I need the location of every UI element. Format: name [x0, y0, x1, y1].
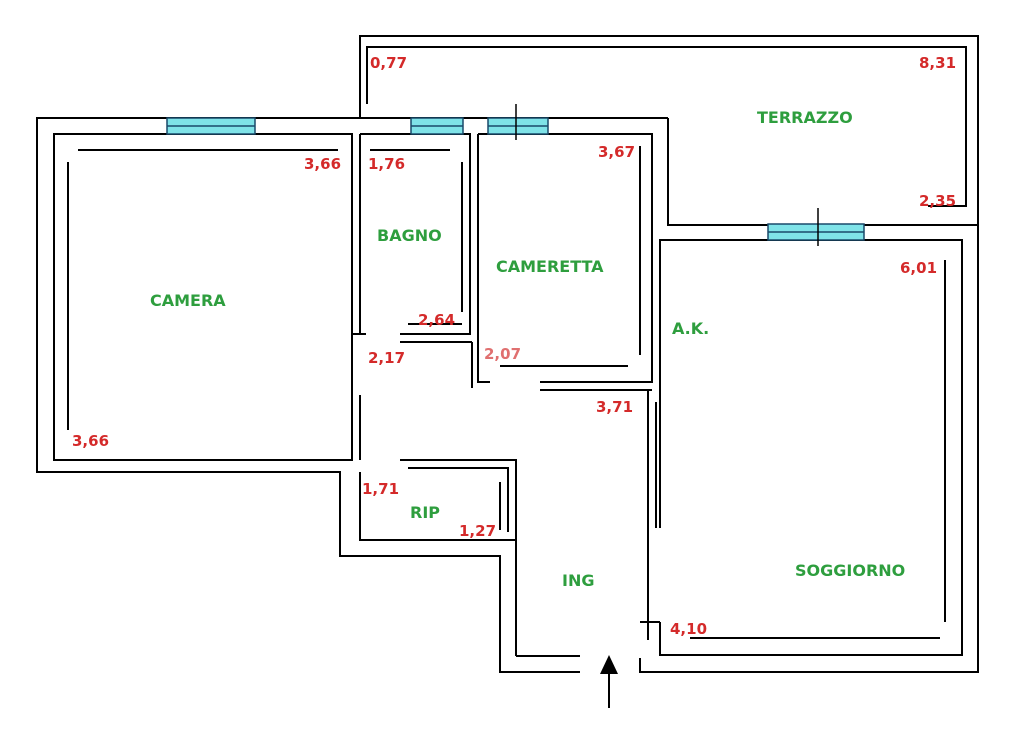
dim-terrazzo-tr: 8,31	[919, 54, 956, 72]
dim-corridor: 2,17	[368, 349, 405, 367]
dim-bagno-tl: 1,76	[368, 155, 405, 173]
dim-ing: 3,71	[596, 398, 633, 416]
cameretta-wall	[478, 133, 653, 383]
room-label-terrazzo: TERRAZZO	[757, 108, 853, 127]
apartment-outer-wall	[639, 118, 979, 673]
dim-camera-tr: 3,66	[304, 155, 341, 173]
dimension-lines	[67, 146, 946, 639]
room-label-ing: ING	[562, 571, 594, 590]
rip-inner-wall	[408, 467, 509, 532]
dim-soggiorno-bl: 4,10	[670, 620, 707, 638]
terrazzo-outer-wall	[359, 35, 979, 225]
entrance-arrow-icon	[600, 655, 618, 708]
apartment-outer-wall-left	[36, 117, 668, 673]
dim-terrazzo-tl: 0,77	[370, 54, 407, 72]
dim-bagno-br: 2,64	[418, 311, 455, 329]
terrazzo-inner-rail	[366, 46, 967, 207]
dim-soggiorno-tr: 6,01	[900, 259, 937, 277]
room-label-bagno: BAGNO	[377, 226, 442, 245]
dim-rip-br: 1,27	[459, 522, 496, 540]
room-label-soggiorno: SOGGIORNO	[795, 561, 905, 580]
room-label-cameretta: CAMERETTA	[496, 257, 604, 276]
soggiorno-inner-wall	[659, 239, 963, 656]
room-label-camera: CAMERA	[150, 291, 226, 310]
room-label-rip: RIP	[410, 503, 440, 522]
dim-cameretta-tr: 3,67	[598, 143, 635, 161]
room-labels: TERRAZZO BAGNO CAMERETTA CAMERA A.K. RIP…	[150, 108, 905, 590]
cameretta-wall-left	[477, 134, 490, 383]
dim-camera-bl: 3,66	[72, 432, 109, 450]
dim-terrazzo-br: 2,35	[919, 192, 956, 210]
dim-cameretta-bl: 2,07	[484, 345, 521, 363]
dimension-labels: 0,77 8,31 2,35 3,66 3,66 1,76 2,64 3,67 …	[72, 54, 956, 638]
dim-rip-tl: 1,71	[362, 480, 399, 498]
walls	[36, 35, 979, 673]
room-label-ak: A.K.	[672, 319, 709, 338]
windows	[166, 104, 865, 246]
